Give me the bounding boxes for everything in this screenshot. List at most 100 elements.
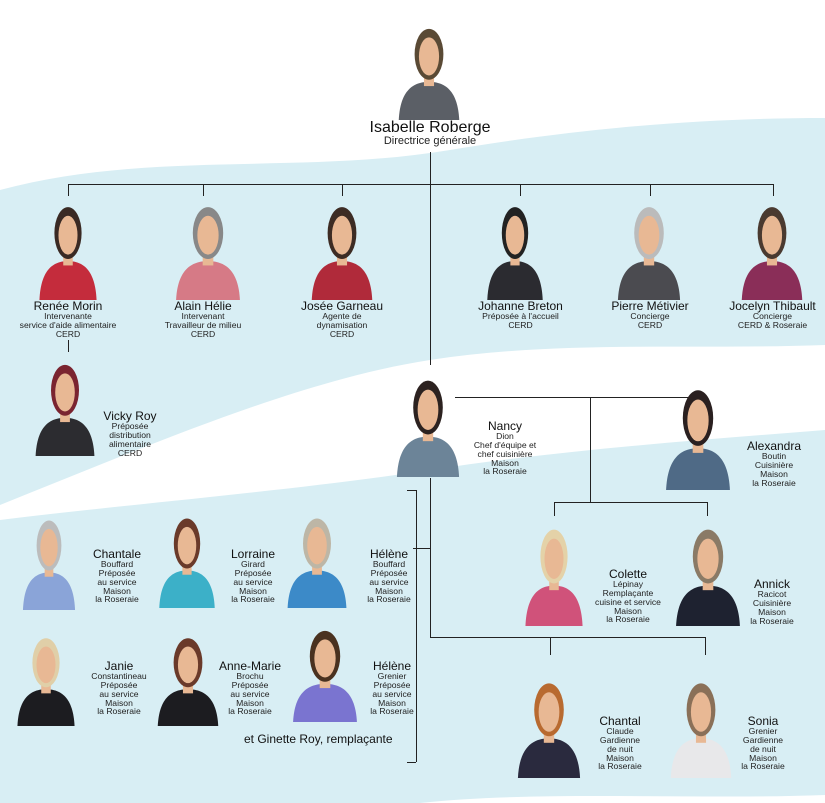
connector	[416, 490, 417, 762]
connector	[342, 184, 343, 196]
connector	[430, 152, 431, 365]
person-detail: CERD	[329, 328, 355, 339]
footnote: et Ginette Roy, remplaçante	[244, 732, 393, 746]
person-name: Alexandra	[746, 439, 802, 453]
person-detail: Claude	[606, 726, 634, 737]
person-detail: dynamisation	[316, 320, 368, 330]
person-name: Renée Morin	[33, 299, 103, 313]
person-name: Pierre Métivier	[611, 299, 689, 313]
person-detail: CERD	[55, 328, 81, 339]
portrait-icon	[670, 514, 746, 626]
person-detail: Préposée	[234, 568, 272, 578]
person-detail: Bouffard	[372, 559, 406, 570]
person-detail: Maison	[758, 606, 786, 617]
person-detail: Directrice générale	[383, 135, 477, 148]
person-name: Josée Garneau	[300, 299, 384, 313]
person-name: Janie	[104, 659, 134, 673]
person-name: Chantale	[92, 547, 142, 561]
person-detail: la Roseraie	[97, 706, 141, 717]
person-name: Jocelyn Thibault	[729, 299, 816, 313]
person-detail: la Roseraie	[741, 761, 785, 772]
person-detail: Chef d'équipe et	[473, 440, 537, 450]
portrait-icon	[18, 506, 80, 610]
person-detail: Préposée	[231, 680, 269, 690]
person-name: Anne-Marie	[218, 659, 282, 673]
person-detail: CERD & Roseraie	[737, 320, 808, 330]
person-detail: la Roseraie	[483, 466, 527, 477]
person-detail: distribution	[109, 430, 151, 440]
person-detail: Préposée	[100, 680, 138, 690]
connector	[407, 490, 416, 491]
portrait-icon	[520, 514, 588, 626]
person-detail: Bouffard	[100, 559, 134, 570]
person-detail: au service	[369, 576, 409, 587]
connector	[707, 502, 708, 516]
person-detail: Préposée à l'accueil	[482, 311, 559, 322]
portrait-icon	[30, 350, 100, 456]
person-detail: Girard	[241, 559, 265, 570]
person-detail: Grenier	[377, 671, 407, 682]
person-detail: Agente de	[322, 311, 362, 322]
portrait-icon	[170, 192, 246, 300]
person-detail: service d'aide alimentaire	[19, 320, 117, 330]
person-detail: Maison	[378, 697, 406, 708]
person-detail: CERD	[190, 328, 216, 339]
person-detail: Maison	[614, 605, 642, 616]
person-detail: la Roseraie	[228, 706, 272, 717]
person-name: Johanne Breton	[478, 299, 563, 313]
person-detail: la Roseraie	[231, 594, 275, 605]
person-detail: Constantineau	[91, 671, 147, 682]
person-detail: au service	[97, 576, 137, 587]
connector	[520, 184, 521, 196]
person-detail: Lépinay	[612, 579, 644, 590]
person-detail: Maison	[749, 752, 777, 763]
person-detail: Brochu	[236, 671, 264, 682]
portrait-icon	[282, 504, 352, 608]
person-detail: CERD	[508, 320, 533, 330]
person-detail: au service	[372, 688, 412, 699]
person-detail: CERD	[117, 447, 143, 458]
connector	[773, 184, 774, 196]
portrait-icon	[482, 192, 548, 300]
person-detail: la Roseraie	[95, 594, 139, 605]
person-detail: Intervenant	[181, 311, 225, 322]
person-detail: Maison	[491, 457, 519, 468]
person-detail: Gardienne	[742, 735, 784, 745]
portrait-icon	[391, 365, 465, 477]
person-detail: Préposée	[98, 568, 136, 578]
connector	[203, 184, 204, 196]
person-name: Alain Hélie	[174, 299, 232, 313]
portrait-icon	[154, 504, 220, 608]
portrait-icon	[736, 192, 808, 300]
connector	[68, 184, 773, 185]
person-name: Hélène	[369, 547, 409, 561]
portrait-icon	[660, 374, 736, 490]
person-detail: au service	[233, 576, 273, 587]
person-detail: la Roseraie	[598, 761, 642, 772]
person-detail: Travailleur de milieu	[164, 320, 242, 330]
person-detail: Concierge	[630, 311, 670, 322]
person-detail: la Roseraie	[752, 477, 796, 488]
person-detail: Cuisinière	[754, 460, 794, 470]
connector	[590, 397, 591, 502]
portrait-icon	[12, 624, 80, 726]
portrait-icon	[393, 14, 465, 120]
person-detail: Maison	[606, 752, 634, 763]
person-name: Vicky Roy	[103, 409, 157, 423]
person-name: Colette	[608, 567, 648, 581]
person-name: Chantal	[599, 714, 641, 728]
